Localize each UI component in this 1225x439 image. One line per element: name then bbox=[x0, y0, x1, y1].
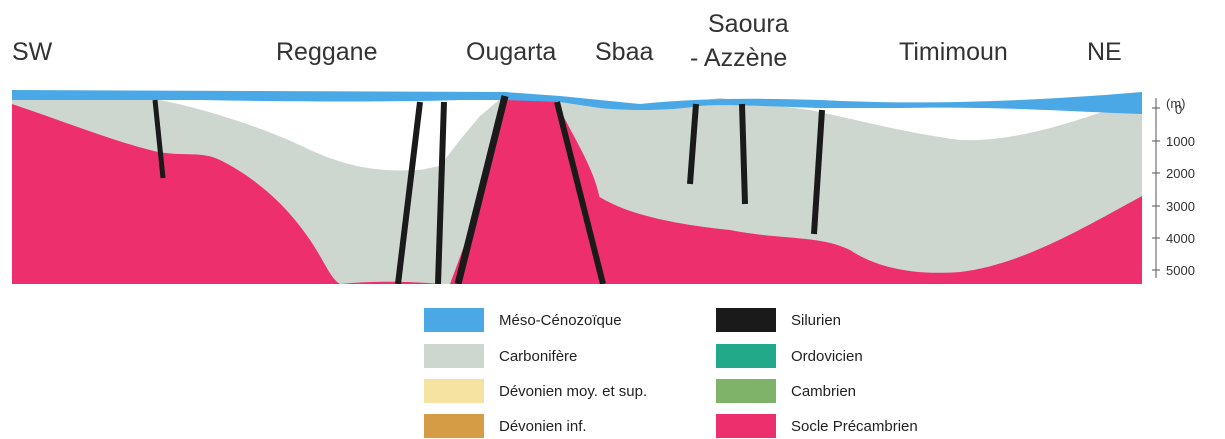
legend-swatch-cambrien bbox=[716, 379, 776, 403]
legend-swatch-devonien-moy-sup bbox=[424, 379, 484, 403]
legend-item-meso-cenozoique: Méso-Cénozoïque bbox=[424, 308, 622, 332]
legend-swatch-ordovicien bbox=[716, 344, 776, 368]
legend-item-cambrien: Cambrien bbox=[716, 379, 856, 403]
legend-swatch-silurien bbox=[716, 308, 776, 332]
geological-cross-section bbox=[0, 0, 1225, 300]
fault-line-7 bbox=[742, 104, 745, 204]
legend-label-devonien-inf: Dévonien inf. bbox=[499, 418, 587, 435]
legend-label-cambrien: Cambrien bbox=[791, 383, 856, 400]
legend-item-silurien: Silurien bbox=[716, 308, 841, 332]
legend-item-carbonifere: Carbonifère bbox=[424, 344, 577, 368]
legend-item-socle: Socle Précambrien bbox=[716, 414, 918, 438]
legend-swatch-carbonifere bbox=[424, 344, 484, 368]
legend-label-silurien: Silurien bbox=[791, 312, 841, 329]
legend-label-ordovicien: Ordovicien bbox=[791, 348, 863, 365]
legend-label-socle: Socle Précambrien bbox=[791, 418, 918, 435]
legend-swatch-socle bbox=[716, 414, 776, 438]
legend-label-meso-cenozoique: Méso-Cénozoïque bbox=[499, 312, 622, 329]
legend-label-carbonifere: Carbonifère bbox=[499, 348, 577, 365]
legend-item-devonien-inf: Dévonien inf. bbox=[424, 414, 587, 438]
legend-label-devonien-moy-sup: Dévonien moy. et sup. bbox=[499, 383, 647, 400]
legend-swatch-meso-cenozoique bbox=[424, 308, 484, 332]
legend-item-ordovicien: Ordovicien bbox=[716, 344, 863, 368]
legend-swatch-devonien-inf bbox=[424, 414, 484, 438]
legend-item-devonien-moy-sup: Dévonien moy. et sup. bbox=[424, 379, 647, 403]
